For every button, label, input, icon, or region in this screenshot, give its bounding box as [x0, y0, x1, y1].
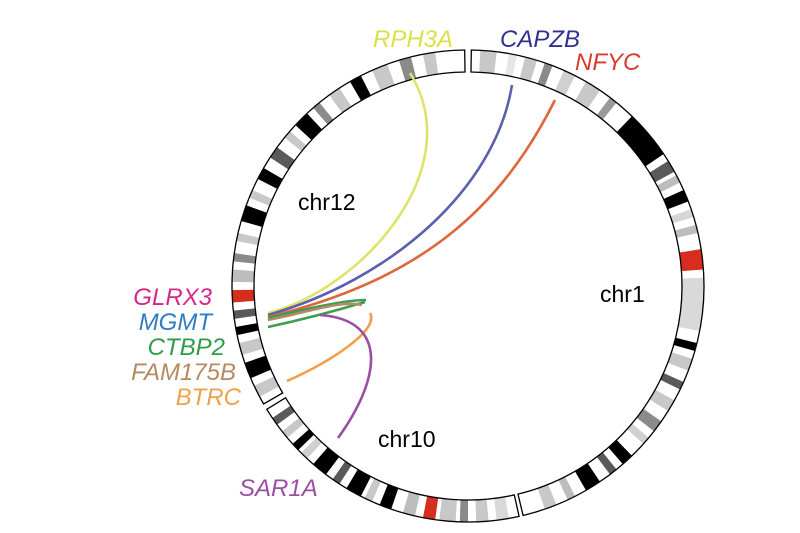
- gene-label-nfyc: NFYC: [575, 49, 641, 76]
- chr12-band: [233, 308, 257, 319]
- chr1-band: [558, 476, 576, 500]
- chr12-band: [232, 269, 255, 283]
- chr10-band: [439, 498, 457, 522]
- chr1-band: [575, 463, 600, 491]
- gene-label-btrc: BTRC: [176, 384, 242, 411]
- chr12-band: [232, 289, 255, 303]
- link-nfyc: [267, 99, 557, 319]
- chr1-label: chr1: [600, 281, 645, 307]
- chr12-band: [249, 190, 273, 206]
- chr12-band: [295, 113, 323, 141]
- chr1-band: [660, 373, 684, 390]
- chr12-band: [254, 376, 280, 397]
- chr10-band: [272, 405, 295, 425]
- gene-label-rph3a: RPH3A: [373, 26, 453, 53]
- chr12-band: [257, 168, 283, 189]
- gene-label-ctbp2: CTBP2: [148, 334, 225, 361]
- chr1-band: [663, 190, 689, 210]
- chr1-band: [636, 408, 662, 432]
- chr12-band: [329, 88, 352, 113]
- chr1-band: [608, 439, 632, 465]
- link-rph3a: [267, 72, 429, 315]
- chr1-band: [616, 116, 664, 167]
- chr10-label: chr10: [378, 426, 436, 452]
- chr12-band: [241, 205, 267, 228]
- chr1-band: [537, 484, 557, 510]
- chr12-band: [313, 102, 334, 125]
- chr1-band: [575, 81, 600, 109]
- link-curves: [267, 72, 557, 439]
- chr1-band: [596, 97, 617, 120]
- chr12-band: [284, 131, 307, 152]
- chr1-band: [670, 209, 694, 224]
- chr12-band: [233, 253, 257, 264]
- chr12-band: [236, 232, 260, 246]
- chr10-band: [475, 499, 489, 522]
- chr12-band: [372, 64, 395, 91]
- chr12-band: [270, 147, 295, 170]
- chr10-band: [422, 496, 439, 520]
- chr1-band: [537, 62, 553, 87]
- chr10-band: [332, 461, 352, 484]
- chr1-band: [667, 352, 693, 371]
- chr1-band: [505, 53, 518, 77]
- chr10-band: [292, 429, 315, 450]
- chr10-band: [364, 478, 381, 502]
- gene-label-mgmt: MGMT: [139, 309, 215, 336]
- chr10-ideogram: [265, 396, 520, 523]
- link-ctbp2-a: [267, 298, 367, 320]
- gene-label-fam175b: FAM175B: [131, 359, 236, 386]
- chr12-band: [239, 337, 264, 355]
- chr12-ideogram: [231, 49, 466, 405]
- chr12-outline: [231, 49, 466, 405]
- chr10-band: [313, 447, 340, 475]
- chr1-band: [596, 452, 617, 475]
- chr1-band: [656, 175, 681, 193]
- gene-label-glrx3: GLRX3: [133, 284, 212, 311]
- chr12-band: [244, 355, 272, 379]
- chr12-band: [422, 52, 439, 76]
- chr1-band: [519, 57, 537, 82]
- gene-label-capzb: CAPZB: [500, 26, 580, 53]
- chr1-band: [479, 50, 497, 74]
- chr10-band: [379, 484, 399, 510]
- chr10-band: [402, 491, 420, 516]
- chr1-ideogram: [470, 49, 705, 517]
- chr1-outline: [470, 49, 705, 517]
- link-capzb: [267, 84, 514, 317]
- chr1-band: [649, 160, 675, 183]
- chr12-band: [350, 75, 371, 101]
- chr1-band: [679, 249, 704, 272]
- chr1-band: [673, 337, 697, 352]
- link-sar1a: [319, 313, 373, 439]
- chr1-band: [678, 277, 705, 332]
- chr10-band: [494, 496, 509, 521]
- chr1-band: [649, 389, 675, 412]
- chr12-band: [235, 323, 259, 336]
- chr10-band: [459, 499, 468, 522]
- chromosome-ring: [231, 49, 705, 523]
- chr12-label: chr12: [298, 189, 356, 215]
- chr10-band: [282, 417, 305, 438]
- chr10-band: [346, 469, 371, 497]
- chr1-band: [627, 423, 649, 444]
- chr1-band: [555, 70, 576, 96]
- gene-label-sar1a: SAR1A: [239, 475, 318, 502]
- link-btrc: [286, 312, 373, 383]
- chr10-band: [301, 437, 323, 459]
- link-fam175b: [267, 302, 363, 322]
- chr10-outline: [265, 396, 520, 523]
- chr1-band: [674, 224, 698, 238]
